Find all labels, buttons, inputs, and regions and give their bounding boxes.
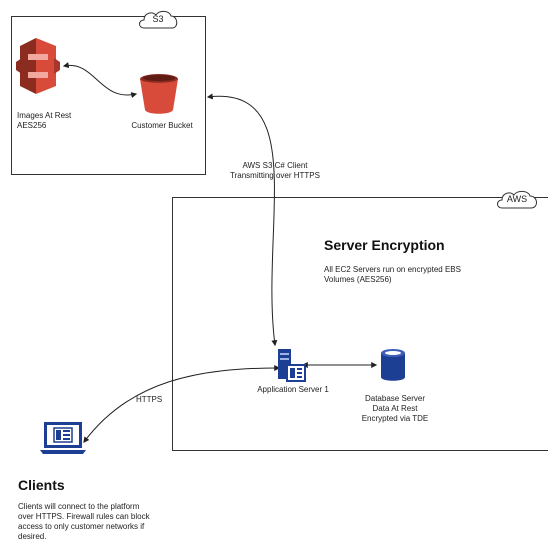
server-encryption-title: Server Encryption: [324, 237, 445, 253]
bucket-to-appserver-link: [206, 93, 278, 347]
s3-to-bucket-link: [62, 62, 138, 98]
laptop-icon: [38, 420, 88, 456]
cloud-icon: [139, 10, 178, 29]
https-label: HTTPS: [136, 395, 163, 404]
server-encryption-description: All EC2 Servers run on encrypted EBS Vol…: [324, 265, 461, 284]
application-server-icon: [276, 347, 306, 383]
images-at-rest-label: Images At Rest AES256: [17, 111, 72, 130]
bucket-icon: [138, 72, 180, 116]
s3-storage-icon: [16, 36, 60, 96]
customer-bucket-label: Customer Bucket: [131, 121, 193, 130]
cloud-icon: [497, 190, 537, 209]
s3-cloud-label: S3: [152, 14, 164, 24]
application-server-label: Application Server 1: [257, 385, 329, 394]
s3-cloud-tag: S3: [136, 8, 180, 32]
aws-cloud-label: AWS: [506, 194, 528, 204]
database-icon: [378, 347, 408, 383]
aws-cloud-tag: AWS: [494, 188, 540, 212]
clients-description: Clients will connect to the platform ove…: [18, 502, 150, 541]
clients-title: Clients: [18, 477, 65, 493]
s3-client-label: AWS S3 C# Client Transmitting over HTTPS: [230, 161, 320, 180]
appserver-to-client-link: [83, 365, 281, 443]
database-server-label: Database Server Data At Rest Encrypted v…: [361, 394, 429, 423]
